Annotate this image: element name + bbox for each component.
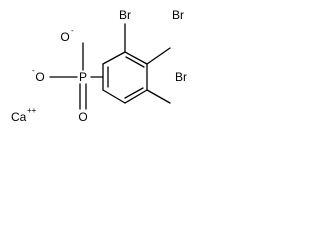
- ring-bond-c1-c2: [102, 51, 126, 65]
- oxygen-left-charge: -: [32, 66, 35, 75]
- bromine-2-label: Br: [119, 8, 131, 22]
- bromine-4-label: Br: [175, 70, 187, 84]
- ring-bond-c2-c3-inner: [125, 56, 145, 68]
- ring-bond-c2-c3: [124, 51, 148, 65]
- bond-ring-bromine-4: [146, 89, 171, 104]
- bromine-3-label: Br: [172, 8, 184, 22]
- calcium-charge: ++: [27, 106, 37, 115]
- calcium-label: Ca: [11, 110, 27, 124]
- ring-bond-c4-c5-inner: [124, 87, 144, 99]
- ring-bond-c5-c6: [102, 89, 126, 104]
- oxygen-top-charge: -: [71, 26, 74, 35]
- benzene-ring: [102, 51, 148, 104]
- bond-ring-bromine-3: [146, 47, 171, 65]
- oxygen-bottom-label: O: [78, 110, 87, 124]
- oxygen-top-label: O: [60, 30, 69, 44]
- ring-bond-c4-c5: [124, 89, 148, 104]
- phosphorus-label: P: [79, 70, 87, 84]
- oxygen-left-label: O: [35, 70, 44, 84]
- structure-diagram: P O - O - O Br Br Br Ca ++: [11, 8, 187, 124]
